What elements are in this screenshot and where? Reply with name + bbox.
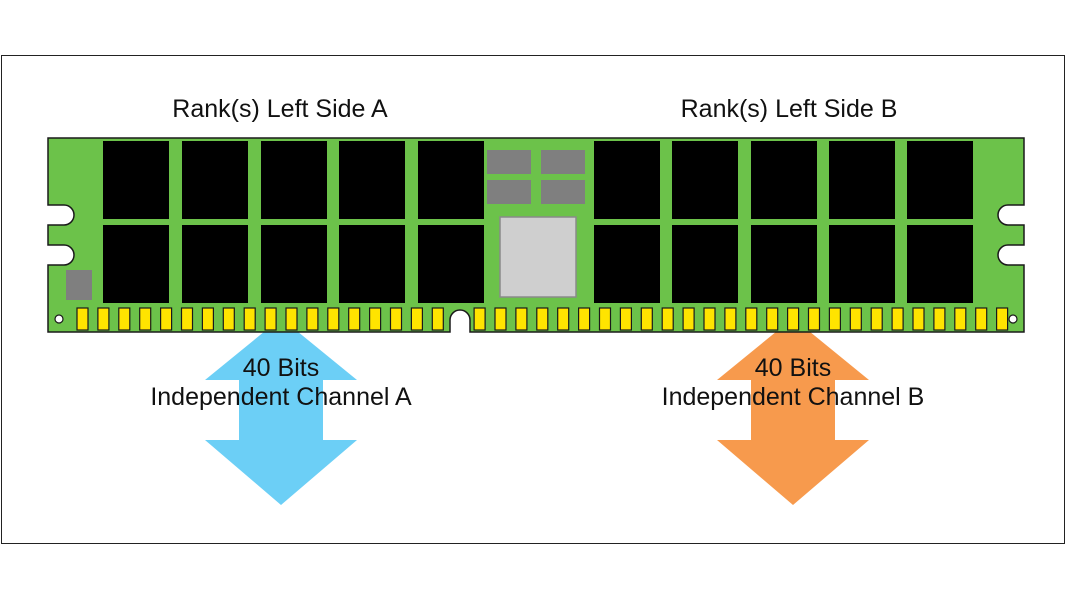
- dram-chip: [103, 141, 169, 219]
- connector-pin: [473, 307, 486, 331]
- spd-chip: [66, 270, 92, 300]
- dram-chip: [418, 141, 484, 219]
- register-chip-1: [487, 150, 531, 174]
- channel-b-name-label: Independent Channel B: [662, 383, 925, 411]
- dram-chip: [829, 141, 895, 219]
- connector-pin: [640, 307, 653, 331]
- connector-pin: [954, 307, 967, 331]
- edge-connector-pins: [76, 307, 1009, 331]
- mounting-hole-left: [54, 314, 64, 324]
- connector-pin: [598, 307, 612, 331]
- dram-chip: [182, 141, 248, 219]
- arrow-channel-a: [205, 318, 357, 505]
- dram-chip: [418, 225, 484, 303]
- connector-pin: [348, 307, 361, 331]
- connector-pin: [619, 307, 633, 331]
- buffer-chip: [499, 216, 577, 298]
- connector-pin: [306, 307, 319, 331]
- dram-chip: [261, 225, 327, 303]
- connector-pin: [327, 307, 340, 331]
- dram-chips: [103, 141, 973, 303]
- dram-chip: [339, 225, 405, 303]
- connector-pin: [745, 307, 758, 331]
- connector-pin: [724, 307, 737, 331]
- connector-pin: [766, 307, 779, 331]
- dram-chip: [907, 141, 973, 219]
- connector-pin: [933, 307, 946, 331]
- dram-chip: [103, 225, 169, 303]
- connector-pin: [703, 307, 716, 331]
- connector-pin: [975, 307, 988, 331]
- dram-chip: [261, 141, 327, 219]
- register-chip-2: [541, 150, 585, 174]
- dram-chip: [751, 141, 817, 219]
- connector-pin: [285, 307, 298, 331]
- dram-chip: [751, 225, 817, 303]
- connector-pin: [160, 307, 173, 331]
- connector-pin: [577, 307, 591, 331]
- dram-chip: [339, 141, 405, 219]
- connector-pin: [76, 307, 89, 331]
- mounting-hole-right: [1008, 314, 1018, 324]
- channel-a-bits-label: 40 Bits: [243, 354, 319, 382]
- connector-pin: [807, 307, 821, 331]
- dram-chip: [182, 225, 248, 303]
- rank-label-b: Rank(s) Left Side B: [681, 95, 898, 123]
- connector-pin: [97, 307, 110, 331]
- channel-a-name-label: Independent Channel A: [150, 383, 412, 411]
- connector-pin: [870, 307, 883, 331]
- register-chip-4: [541, 180, 585, 204]
- connector-pin: [118, 307, 131, 331]
- connector-pin: [557, 307, 570, 331]
- connector-pin: [786, 307, 800, 331]
- connector-pin: [139, 307, 152, 331]
- dram-chip: [907, 225, 973, 303]
- connector-pin: [661, 307, 674, 331]
- connector-pin: [410, 307, 423, 331]
- connector-pin: [264, 307, 277, 331]
- connector-pin: [201, 307, 214, 331]
- connector-pin: [995, 307, 1009, 331]
- connector-pin: [389, 307, 403, 331]
- channel-b-bits-label: 40 Bits: [755, 354, 831, 382]
- connector-pin: [682, 307, 695, 331]
- connector-pin: [222, 307, 235, 331]
- register-chip-3: [487, 180, 531, 204]
- arrow-channel-b: [717, 318, 869, 505]
- connector-pin: [431, 307, 444, 331]
- dram-chip: [672, 225, 738, 303]
- dram-chip: [594, 141, 660, 219]
- connector-pin: [912, 307, 925, 331]
- connector-pin: [494, 307, 507, 331]
- rank-label-a: Rank(s) Left Side A: [172, 95, 388, 123]
- connector-pin: [180, 307, 194, 331]
- connector-pin: [515, 307, 528, 331]
- connector-pin: [243, 307, 256, 331]
- dram-chip: [594, 225, 660, 303]
- connector-pin: [369, 307, 382, 331]
- dram-chip: [829, 225, 895, 303]
- connector-pin: [891, 307, 904, 331]
- connector-pin: [849, 307, 862, 331]
- connector-pin: [536, 307, 549, 331]
- connector-pin: [828, 307, 842, 331]
- dram-chip: [672, 141, 738, 219]
